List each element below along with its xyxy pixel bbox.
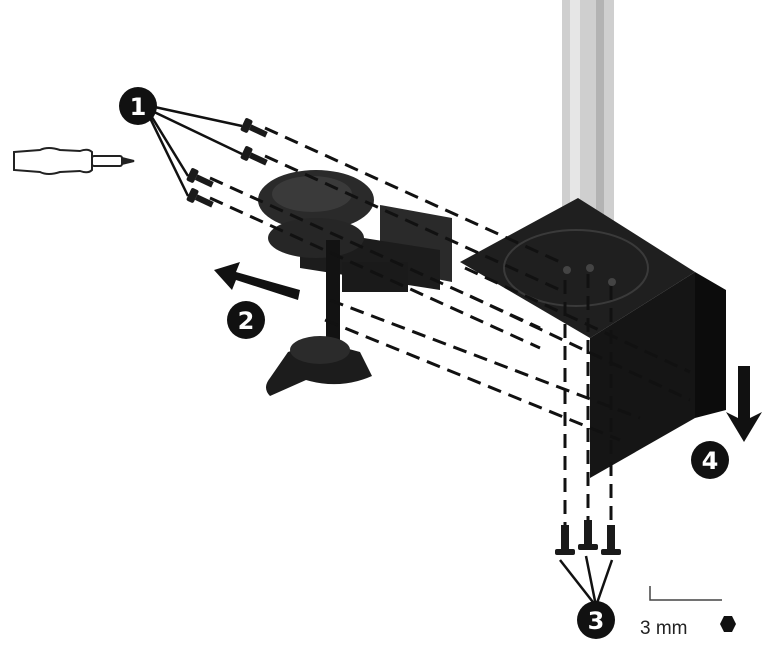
screws-step3 [555, 520, 621, 555]
hex-head-icon [720, 616, 736, 632]
mounting-pole [562, 0, 614, 225]
step-badge-4: 4 [691, 441, 729, 479]
hex-key-icon [649, 586, 722, 601]
step-badge-2: 2 [227, 301, 265, 339]
leader-lines [148, 104, 614, 607]
svg-text:4: 4 [702, 447, 719, 475]
tool-size-label: 3 mm [640, 618, 688, 639]
svg-text:1: 1 [130, 93, 147, 121]
clamp-adapter [258, 170, 452, 396]
corner-bracket [460, 198, 726, 478]
arrow-step4 [726, 366, 762, 442]
step-badge-3: 3 [577, 601, 615, 639]
screwdriver-icon [13, 147, 135, 175]
step-badge-1: 1 [119, 87, 157, 125]
arrow-step2 [214, 262, 300, 300]
guide-lines [209, 126, 691, 525]
svg-text:2: 2 [238, 307, 255, 335]
svg-text:3: 3 [588, 607, 605, 635]
screws-step1 [186, 118, 268, 208]
